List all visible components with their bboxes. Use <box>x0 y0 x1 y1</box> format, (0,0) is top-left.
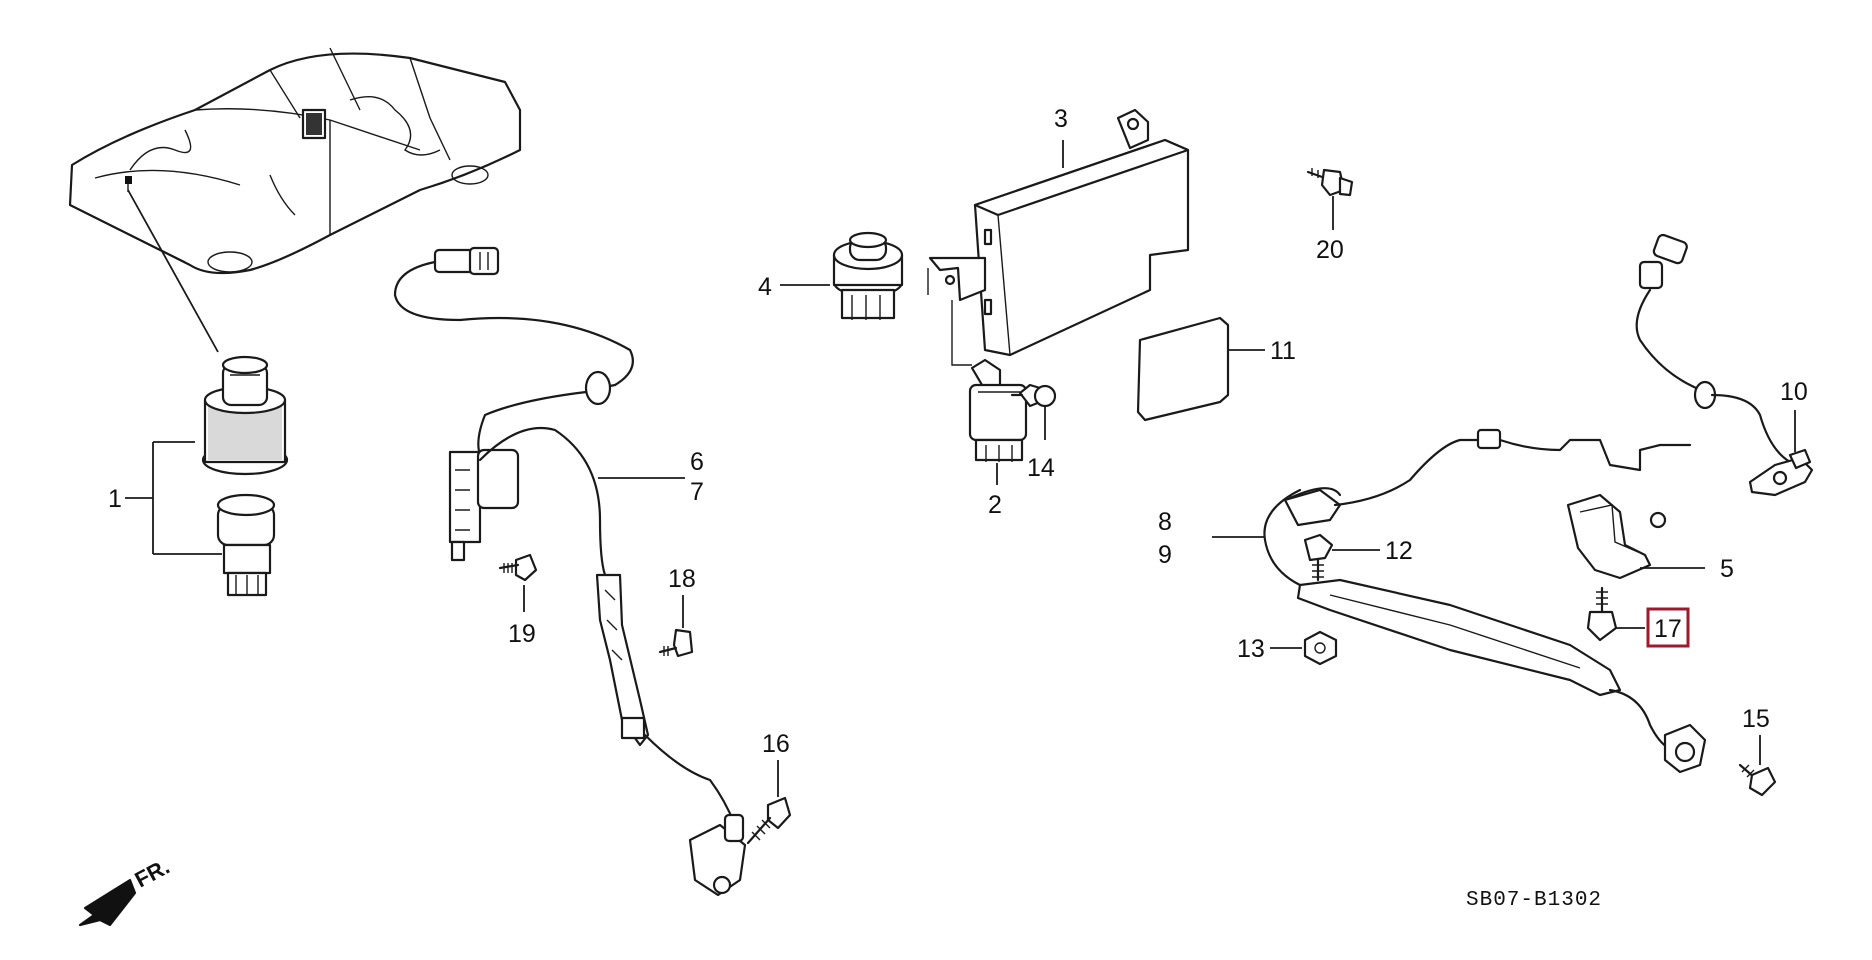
callout-5: 5 <box>1720 555 1734 583</box>
part-2-relay <box>951 300 1028 485</box>
callout-14: 14 <box>1027 454 1055 482</box>
callout-3: 3 <box>1054 105 1068 133</box>
callout-10: 10 <box>1780 378 1808 406</box>
callout-4: 4 <box>758 273 772 301</box>
vehicle-overview-illustration <box>68 47 522 353</box>
part-14-screw <box>1010 383 1057 440</box>
front-direction-arrow: FR. <box>78 854 174 927</box>
callout-12: 12 <box>1385 537 1413 565</box>
callout-20: 20 <box>1316 236 1344 264</box>
callout-18: 18 <box>668 565 696 593</box>
callout-8: 8 <box>1158 508 1172 536</box>
part-1-relay-assembly <box>125 355 289 597</box>
callout-15: 15 <box>1742 705 1770 733</box>
part-5-bracket <box>1566 493 1705 580</box>
part-8-9-rear-wheel-sensor <box>1212 428 1707 774</box>
part-17-bolt <box>1586 586 1645 642</box>
part-6-7-front-wheel-sensor <box>393 246 747 897</box>
part-18-bolt <box>658 595 694 658</box>
callout-16: 16 <box>762 730 790 758</box>
callout-19: 19 <box>508 620 536 648</box>
highlight-box-17 <box>1646 607 1690 648</box>
part-19-bolt <box>498 553 538 612</box>
part-11-gasket <box>1136 316 1265 422</box>
part-20-bolt <box>1306 168 1354 230</box>
part-16-bolt <box>746 760 792 845</box>
part-15-bolt <box>1738 735 1777 797</box>
part-3-control-unit <box>927 108 1190 357</box>
callout-9: 9 <box>1158 541 1172 569</box>
callout-11: 11 <box>1270 337 1296 365</box>
callout-17[interactable]: 17 <box>1654 615 1682 643</box>
part-12-bolt <box>1303 533 1380 582</box>
front-marker-label: FR. <box>131 854 174 893</box>
part-4-relay <box>780 231 904 320</box>
callout-1: 1 <box>108 485 122 513</box>
part-10-rear-sensor <box>1635 233 1814 497</box>
diagram-reference-code: SB07-B1302 <box>1466 889 1602 912</box>
callout-7: 7 <box>690 478 704 506</box>
callout-6: 6 <box>690 448 704 476</box>
callout-13: 13 <box>1237 635 1265 663</box>
callout-labels: 1 2 3 4 5 6 7 8 9 10 11 12 13 14 15 16 1… <box>108 105 1808 758</box>
part-13-nut <box>1270 630 1338 666</box>
callout-2: 2 <box>988 491 1002 519</box>
